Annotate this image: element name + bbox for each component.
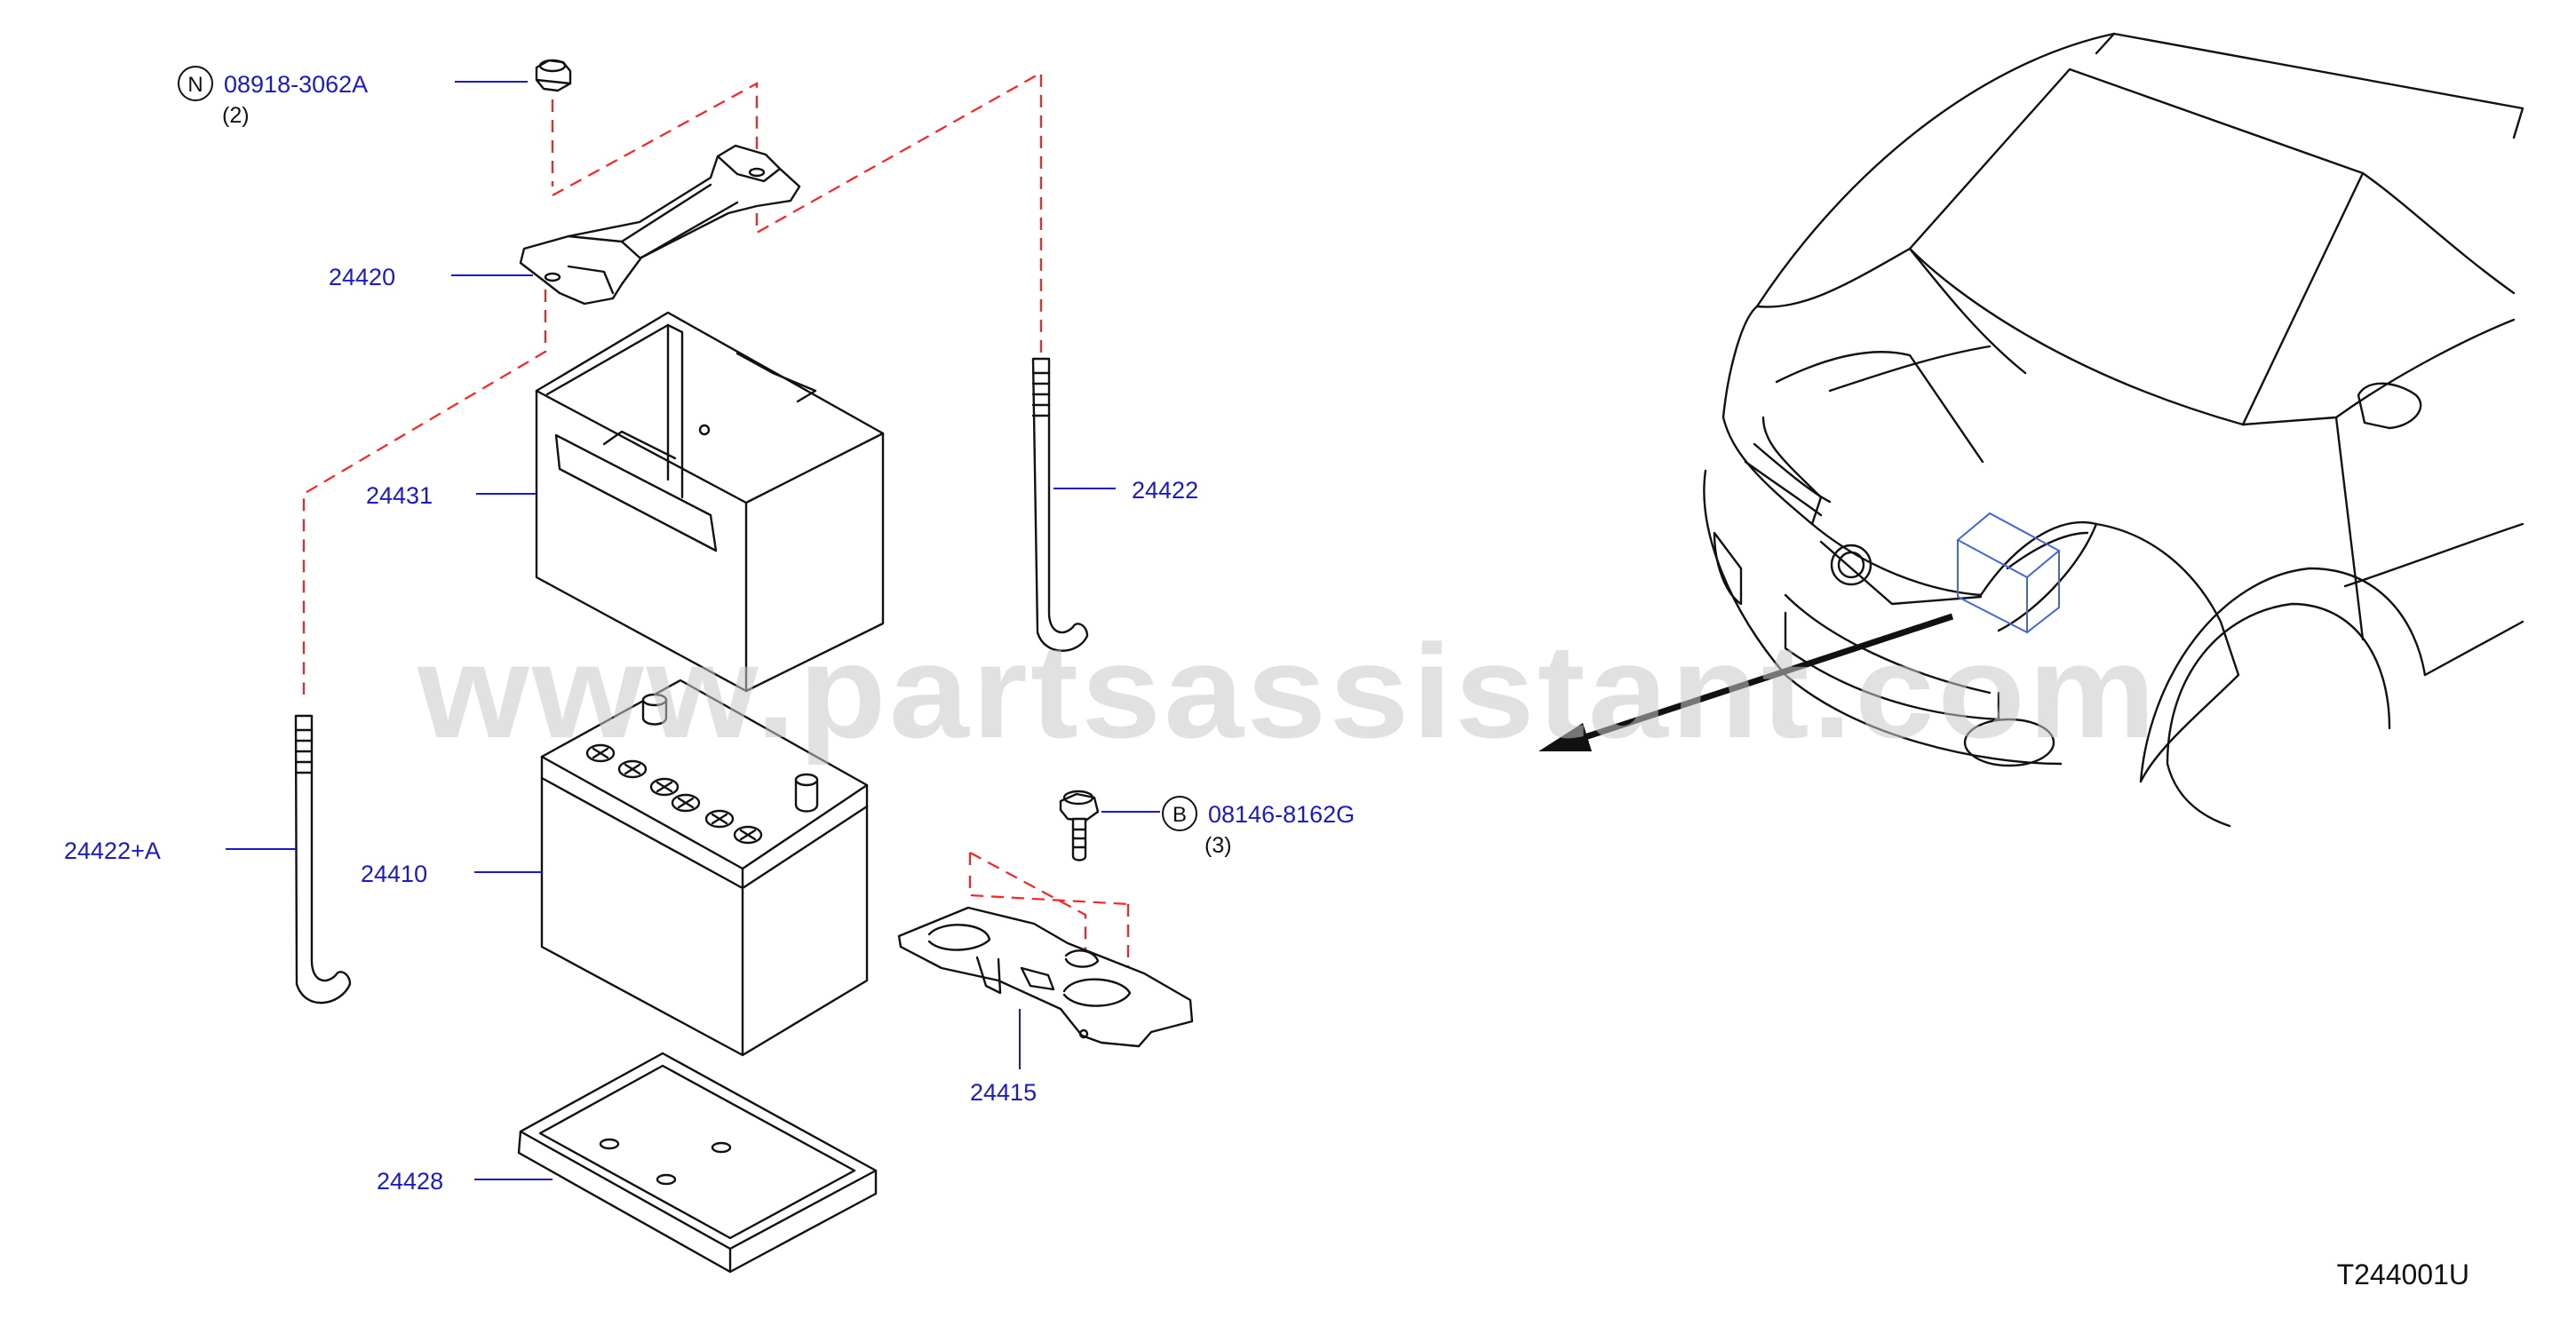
watermark: www.partsassistant.com (417, 616, 2159, 766)
hex-nut-part (535, 59, 572, 92)
battery-bracket-part (897, 906, 1194, 1048)
battery-tray-part (517, 1052, 878, 1274)
callout-leaders (226, 81, 1160, 1180)
hold-down-rod-left (294, 714, 352, 1004)
nut-part-number: 08918-3062A (224, 71, 368, 98)
bolt-quantity: (3) (1205, 833, 1232, 858)
bolt-callout: B 08146-8162G (3) (1162, 796, 1355, 858)
battery-frame-part (519, 144, 801, 306)
diagram-code: T244001U (2337, 1258, 2469, 1290)
battery-location-marker (1956, 512, 2061, 634)
label-battery: 24410 (361, 861, 427, 887)
nut-quantity: (2) (222, 103, 250, 128)
arrowhead-icon (1538, 723, 1592, 751)
battery-part (540, 679, 869, 1057)
badge-b-icon (1162, 796, 1197, 831)
label-rod-right: 24422 (1132, 477, 1198, 504)
bolt-badge-letter: B (1173, 803, 1187, 827)
vehicle-location-illustration (1538, 32, 2524, 828)
nut-badge-letter: N (187, 73, 203, 97)
label-frame: 24420 (329, 264, 395, 290)
label-bracket: 24415 (970, 1079, 1037, 1106)
badge-n-icon (178, 66, 213, 101)
vent-caps (585, 743, 763, 845)
label-tray: 24428 (377, 1168, 443, 1195)
bolt-part-number: 08146-8162G (1208, 801, 1355, 828)
hold-down-rod-right (1031, 357, 1089, 652)
location-arrow (1562, 613, 1954, 748)
nut-callout: N 08918-3062A (2) (178, 66, 368, 128)
label-box: 24431 (366, 482, 433, 509)
battery-box-part (535, 311, 885, 693)
label-rod-left: 24422+A (64, 838, 161, 864)
flange-bolt-part (1059, 790, 1100, 861)
